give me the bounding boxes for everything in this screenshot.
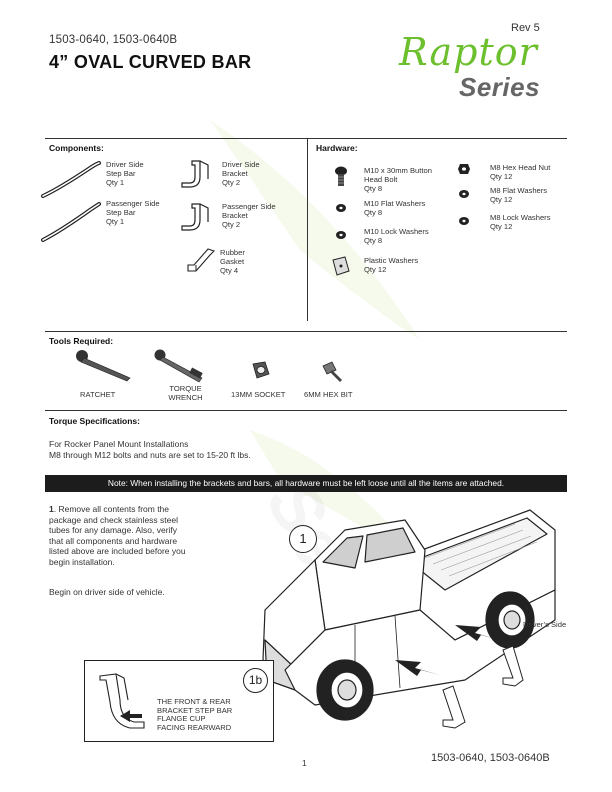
tool-ratchet-label: RATCHET <box>80 390 116 399</box>
lock-washer-icon <box>336 231 346 239</box>
torque-heading: Torque Specifications: <box>49 416 140 426</box>
torque-wrench-icon <box>154 349 203 383</box>
flat-washer-icon <box>459 190 469 198</box>
button-head-bolt-icon <box>335 166 347 186</box>
tool-hex-bit-label: 6MM HEX BIT <box>304 390 353 399</box>
step-bar-icon <box>41 202 101 242</box>
logo-raptor-text: Raptor <box>399 30 538 74</box>
inset-1b-caption: THE FRONT & REAR BRACKET STEP BAR FLANGE… <box>157 697 233 732</box>
socket-icon <box>252 361 270 379</box>
bracket-icon <box>181 160 209 188</box>
section-divider <box>45 331 567 332</box>
truck-illustration <box>262 509 556 729</box>
tools-heading: Tools Required: <box>49 336 114 346</box>
column-divider <box>307 138 308 321</box>
warning-note-bar: Note: When installing the brackets and b… <box>45 475 567 492</box>
step-1-begin-text: Begin on driver side of vehicle. <box>49 587 165 597</box>
plastic-washer-icon <box>332 256 350 276</box>
page-number: 1 <box>302 758 307 768</box>
flat-washer-icon <box>336 204 346 212</box>
step-bar-icon <box>41 161 101 198</box>
hex-bit-icon <box>322 361 342 382</box>
step-1-text: 1. Remove all contents from the package … <box>49 504 186 567</box>
hex-nut-icon <box>458 164 470 174</box>
bracket-icon <box>181 203 209 231</box>
gasket-icon <box>187 248 216 272</box>
page-title: 4” OVAL CURVED BAR <box>49 52 252 72</box>
components-heading: Components: <box>49 143 104 153</box>
step-1-number: 1 <box>49 504 54 514</box>
bracket-detail-illustration <box>99 673 145 729</box>
ratchet-icon <box>76 350 131 382</box>
hardware-heading: Hardware: <box>316 143 358 153</box>
section-divider <box>45 410 567 411</box>
torque-line-1: For Rocker Panel Mount Installations <box>49 439 189 449</box>
footer-part-numbers: 1503-0640, 1503-0640B <box>431 752 550 764</box>
revision-label: Rev 5 <box>511 22 540 34</box>
torque-line-2: M8 through M12 bolts and nuts are set to… <box>49 450 251 460</box>
header-part-numbers: 1503-0640, 1503-0640B <box>49 34 178 46</box>
tool-socket-label: 13MM SOCKET <box>231 390 286 399</box>
lock-washer-icon <box>459 217 469 225</box>
callout-1b: 1b <box>243 668 268 693</box>
section-divider <box>45 138 567 139</box>
callout-1: 1 <box>289 525 317 553</box>
drivers-side-label: Driver’s Side <box>523 620 567 629</box>
logo-series-text: Series <box>459 72 541 102</box>
